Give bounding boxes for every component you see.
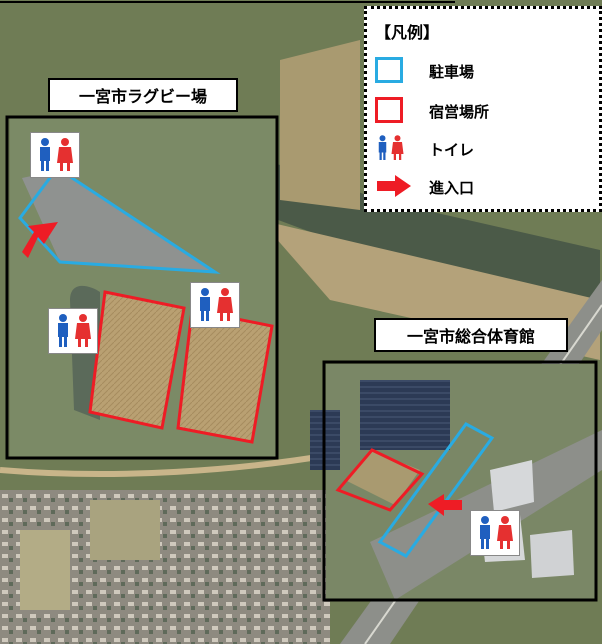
toilet-icon (58, 314, 91, 347)
legend-item-entrance (375, 171, 413, 201)
legend-label-toilet: トイレ (429, 141, 475, 159)
red-arrow-icon (377, 175, 411, 197)
gym-name: 一宮市総合体育館 (406, 327, 535, 346)
legend-label-parking: 駐車場 (429, 63, 475, 81)
paddy-field (20, 530, 70, 610)
rugby-stadium-label: 一宮市ラグビー場 (48, 78, 238, 112)
toilet-marker (30, 132, 80, 178)
toilet-icon (480, 516, 513, 549)
legend-title: 【凡例】 (375, 23, 440, 42)
legend-item-camp (375, 95, 403, 125)
toilet-icon (200, 288, 233, 321)
road-track (0, 452, 331, 478)
blue-square-icon (375, 57, 403, 83)
camp-site-gym (335, 448, 425, 512)
rugby-area-frame (5, 115, 279, 460)
gym-building (530, 530, 574, 578)
solar-panels (360, 380, 450, 450)
gym-label: 一宮市総合体育館 (374, 318, 568, 352)
rugby-field-1 (90, 292, 184, 428)
riverbank-field (280, 40, 360, 210)
entrance-arrow-gym (428, 494, 462, 516)
paddy-field (90, 500, 160, 560)
legend-label-entrance: 進入口 (429, 179, 475, 197)
legend-item-parking (375, 55, 403, 85)
gym-area-frame (322, 360, 598, 602)
gym-building (490, 460, 534, 512)
entrance-arrow-rugby (22, 222, 58, 258)
toilet-marker (190, 282, 240, 328)
toilet-marker (48, 308, 98, 354)
camp-site-rugby-2 (176, 308, 274, 444)
map-legend: 【凡例】 駐車場 宿営場所 トイレ 進入口 (364, 6, 602, 212)
toilet-marker (470, 510, 520, 556)
parking-lot-surface (22, 170, 215, 272)
rugby-field-2 (178, 310, 272, 442)
camp-site-rugby-1 (88, 290, 186, 430)
gym-parking-outline (377, 422, 495, 558)
legend-item-toilet (375, 133, 405, 163)
legend-label-camp: 宿営場所 (429, 103, 490, 121)
rugby-stadium-name: 一宮市ラグビー場 (78, 87, 207, 106)
toilet-icon (378, 135, 404, 160)
toilet-icon (40, 138, 73, 171)
red-square-icon (375, 97, 403, 123)
